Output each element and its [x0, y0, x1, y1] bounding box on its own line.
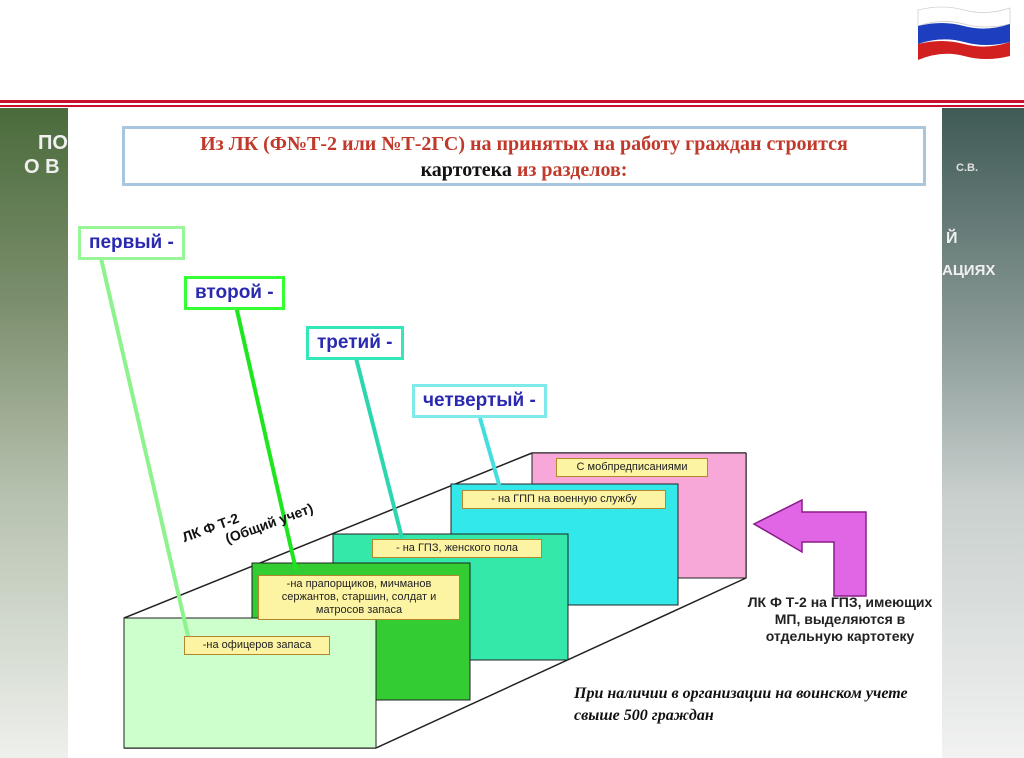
title-line-2: картотека из разделов:: [125, 159, 923, 182]
title-line-1: Из ЛК (Ф№Т-2 или №Т-2ГС) на принятых на …: [200, 133, 848, 155]
header-divider: [0, 100, 1024, 103]
title-line-2-part-1: картотека: [420, 159, 517, 181]
pointer-line-third: [354, 357, 404, 539]
card-label-gpz: - на ГПЗ, женского пола: [372, 539, 542, 558]
pointer-line-fourth: [478, 417, 502, 489]
bottom-note: При наличии в организации на воинском уч…: [574, 685, 908, 724]
russia-flag-icon: [917, 6, 1011, 60]
header-divider-2: [0, 105, 1024, 107]
section-label-second: второй -: [184, 276, 285, 310]
left-arrow-icon: [752, 498, 867, 597]
card-label-officers: -на офицеров запаса: [184, 636, 330, 655]
section-label-third: третий -: [306, 326, 404, 360]
card-label-sergeants: -на прапорщиков, мичманов сержантов, ста…: [258, 575, 460, 620]
background-text: Й: [946, 230, 958, 247]
pointer-line-second: [234, 305, 298, 571]
header-band: [0, 0, 1024, 102]
card-label-gpp: - на ГПП на военную службу: [462, 490, 666, 509]
card-label-mob: С мобпредписаниями: [556, 458, 708, 477]
background-photo-left: ПО О В: [0, 108, 68, 758]
background-text: АЦИЯХ: [942, 262, 996, 279]
side-note: ЛК Ф Т-2 на ГПЗ, имеющих МП, выделяются …: [747, 594, 933, 644]
background-text: С.В.: [956, 162, 978, 174]
title-box: Из ЛК (Ф№Т-2 или №Т-2ГС) на принятых на …: [122, 126, 926, 186]
pointer-line-first: [98, 253, 190, 637]
background-photo-right: С.В. Й АЦИЯХ: [942, 108, 1024, 758]
background-text: О В: [24, 156, 60, 178]
section-label-fourth: четвертый -: [412, 384, 547, 418]
title-line-2-part-2: из разделов:: [516, 159, 628, 181]
background-text: ПО: [38, 132, 68, 154]
section-label-first: первый -: [78, 226, 185, 260]
